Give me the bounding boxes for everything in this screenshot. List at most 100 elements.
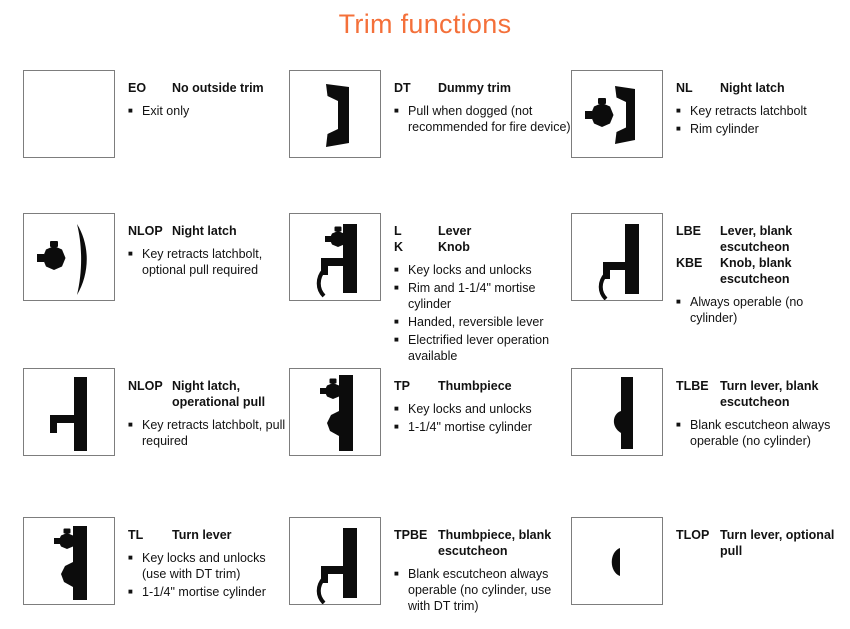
thumbpiece-cylinder-icon bbox=[289, 368, 381, 456]
bullet-text: Electrified lever operation available bbox=[408, 333, 550, 363]
trim-title: Knob, blank escutcheon bbox=[720, 256, 792, 286]
pull-handle-icon bbox=[289, 70, 381, 158]
trim-title: No outside trim bbox=[172, 81, 264, 95]
bullet-item: ■Handed, reversible lever bbox=[394, 314, 571, 330]
trim-cell: NLOP Night latch ■ Key retracts latchbolt,… bbox=[23, 213, 289, 368]
trim-bullets: ■ Key retracts latchbolt, optional pull r… bbox=[128, 246, 289, 278]
bullet-item: ■ Blank escutcheon always operable (no cy… bbox=[676, 417, 850, 449]
empty-box-icon bbox=[23, 70, 115, 158]
bullet-text: Pull when dogged (not recommended for fi… bbox=[408, 104, 571, 134]
bullet-text: Handed, reversible lever bbox=[408, 315, 544, 329]
trim-title: Lever bbox=[438, 224, 472, 238]
bullet-square-icon: ■ bbox=[128, 553, 133, 562]
trim-cell: TP Thumbpiece ■Key locks and unlocks■1-1/… bbox=[289, 368, 571, 517]
trim-bullets: ■ Key retracts latchbolt ■ Rim cylinder bbox=[676, 103, 850, 137]
lever-cylinder-icon bbox=[289, 213, 381, 301]
bullet-square-icon: ■ bbox=[676, 420, 681, 429]
bullet-item: ■Exit only bbox=[128, 103, 289, 119]
bullet-text: Key retracts latchbolt, optional pull re… bbox=[142, 247, 263, 277]
trim-heading: NLOP Night latch bbox=[128, 223, 289, 239]
trim-title: Night latch, operational pull bbox=[172, 379, 266, 409]
trim-title: Night latch bbox=[172, 224, 237, 238]
bullet-item: ■ Key retracts latchbolt bbox=[676, 103, 850, 119]
bullet-item: ■ Rim cylinder bbox=[676, 121, 850, 137]
trim-bullets: ■ Pull when dogged (not recommended for f… bbox=[394, 103, 571, 135]
trim-code: NLOP bbox=[128, 224, 163, 238]
trim-bullets: ■ Key locks and unlocks (use with DT trim… bbox=[128, 550, 289, 600]
trim-code: TP bbox=[394, 379, 410, 393]
trim-text: NLOP Night latch ■ Key retracts latchbolt,… bbox=[128, 213, 289, 280]
trim-text: TP Thumbpiece ■Key locks and unlocks■1-1/… bbox=[394, 368, 571, 437]
bullet-square-icon: ■ bbox=[128, 249, 133, 258]
page-title: Trim functions bbox=[338, 9, 512, 39]
trim-title: Night latch bbox=[720, 81, 785, 95]
bullet-square-icon: ■ bbox=[128, 587, 133, 596]
bullet-square-icon: ■ bbox=[394, 422, 399, 431]
bullet-square-icon: ■ bbox=[128, 420, 133, 429]
bullet-square-icon: ■ bbox=[676, 297, 681, 306]
bullet-square-icon: ■ bbox=[394, 335, 399, 344]
pull-plate-icon bbox=[23, 368, 115, 456]
bullet-square-icon: ■ bbox=[394, 265, 399, 274]
trim-bullets: ■Key locks and unlocks■1-1/4" mortise cy… bbox=[394, 401, 571, 435]
pull-rim-cylinder-icon bbox=[571, 70, 663, 158]
trim-code: L bbox=[394, 224, 402, 238]
cylinder-curved-pull-icon bbox=[23, 213, 115, 301]
bullet-square-icon: ■ bbox=[394, 106, 399, 115]
bullet-item: ■1-1/4" mortise cylinder bbox=[128, 584, 289, 600]
bullet-text: Blank escutcheon always operable (no cyl… bbox=[690, 418, 831, 448]
trim-bullets: ■Key locks and unlocks■Rim and 1-1/4" mo… bbox=[394, 262, 571, 364]
trim-heading: KBE Knob, blank escutcheon bbox=[676, 255, 850, 287]
trim-bullets: ■ Blank escutcheon always operable (no cy… bbox=[676, 417, 850, 449]
bullet-text: Rim and 1-1/4" mortise cylinder bbox=[408, 281, 536, 311]
bullet-square-icon: ■ bbox=[676, 106, 681, 115]
trim-code: KBE bbox=[676, 256, 703, 270]
trim-code: EO bbox=[128, 81, 147, 95]
bullet-text: Key locks and unlocks bbox=[408, 263, 532, 277]
bullet-item: ■ Key locks and unlocks bbox=[394, 262, 571, 278]
bullet-item: ■ Always operable (no cylinder) bbox=[676, 294, 850, 326]
bullet-text: Always operable (no cylinder) bbox=[690, 295, 804, 325]
trim-bullets: ■ Always operable (no cylinder) bbox=[676, 294, 850, 326]
bullet-square-icon: ■ bbox=[676, 124, 681, 133]
bullet-text: Key retracts latchbolt, pull required bbox=[142, 418, 286, 448]
trim-bullets: ■Exit only bbox=[128, 103, 289, 119]
bullet-item: ■Blank escutcheon always operable (no cy… bbox=[394, 566, 571, 614]
trim-bullets: ■ Key retracts latchbolt, pull required bbox=[128, 417, 289, 449]
trim-bullets: ■Blank escutcheon always operable (no cy… bbox=[394, 566, 571, 614]
bullet-item: ■Rim and 1-1/4" mortise cylinder bbox=[394, 280, 571, 312]
bullet-text: Key retracts latchbolt bbox=[690, 104, 807, 118]
trim-heading: L Lever bbox=[394, 223, 571, 239]
bullet-text: Key locks and unlocks (use with DT trim) bbox=[142, 551, 266, 581]
thumbpiece-blank-icon bbox=[289, 517, 381, 605]
turn-lever-blank-icon bbox=[571, 368, 663, 456]
trim-title: Turn lever, blank escutcheon bbox=[720, 379, 819, 409]
trim-title: Turn lever, optional pull bbox=[720, 528, 835, 558]
trim-title: Lever, blank escutcheon bbox=[720, 224, 793, 254]
trim-title: Thumbpiece bbox=[438, 379, 512, 393]
trim-code: TL bbox=[128, 528, 144, 542]
trim-code: TPBE bbox=[394, 528, 428, 542]
bullet-text: Rim cylinder bbox=[690, 122, 759, 136]
